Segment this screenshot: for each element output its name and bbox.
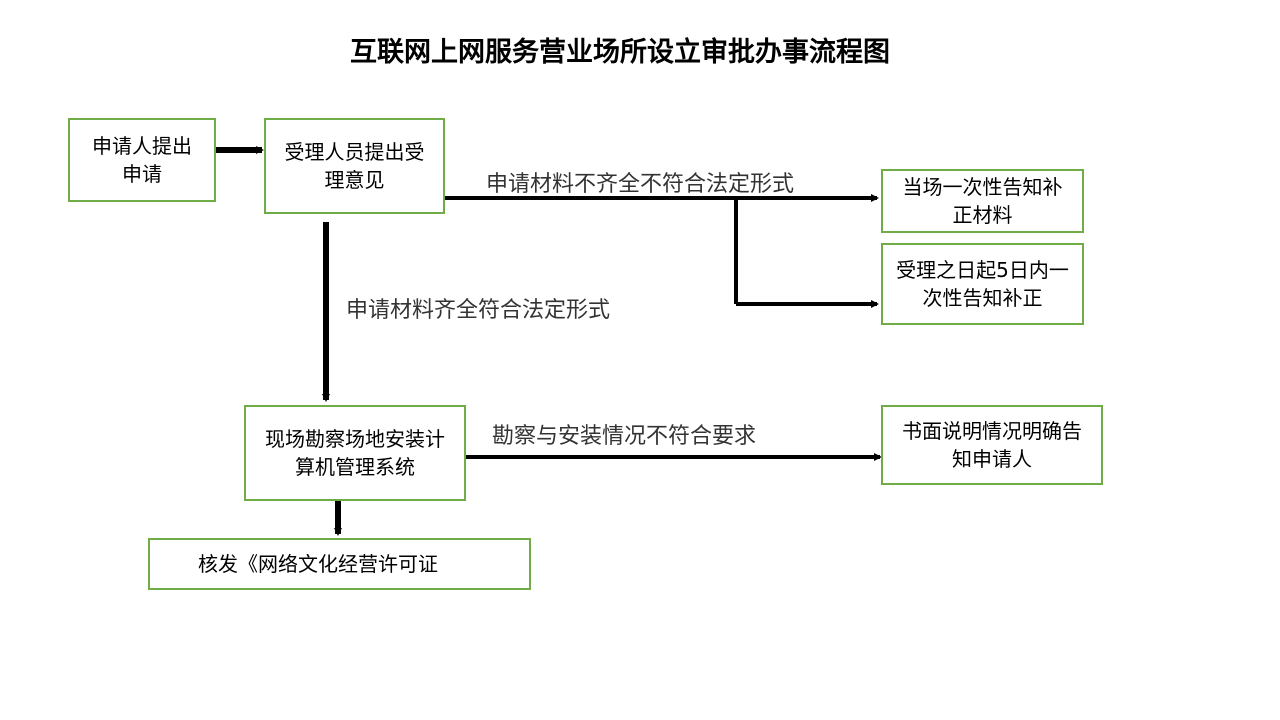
node-written-notice: 书面说明情况明确告知申请人 bbox=[881, 405, 1103, 485]
edge-label-incomplete: 申请材料不齐全不符合法定形式 bbox=[486, 172, 795, 197]
page-title: 互联网上网服务营业场所设立审批办事流程图 bbox=[350, 37, 890, 68]
node-receive: 受理人员提出受理意见 bbox=[264, 118, 445, 214]
node-receive-label: 受理人员提出受理意见 bbox=[284, 140, 425, 192]
node-inspect: 现场勘察场地安装计算机管理系统 bbox=[244, 405, 466, 501]
node-inspect-label: 现场勘察场地安装计算机管理系统 bbox=[265, 427, 445, 479]
node-apply-label: 申请人提出申请 bbox=[92, 134, 192, 186]
node-five-day-notice: 受理之日起5日内一次性告知补正 bbox=[881, 243, 1084, 325]
node-apply: 申请人提出申请 bbox=[68, 118, 216, 202]
edge-label-complete: 申请材料齐全符合法定形式 bbox=[346, 298, 611, 323]
node-five-day-notice-label: 受理之日起5日内一次性告知补正 bbox=[896, 258, 1069, 310]
node-immediate-notice-label: 当场一次性告知补正材料 bbox=[902, 175, 1063, 227]
node-written-notice-label: 书面说明情况明确告知申请人 bbox=[902, 419, 1082, 471]
edge-label-inspection-fail: 勘察与安装情况不符合要求 bbox=[492, 424, 757, 449]
node-issue-license-label: 核发《网络文化经营许可证 bbox=[198, 552, 438, 576]
node-issue-license: 核发《网络文化经营许可证 bbox=[148, 538, 531, 590]
node-immediate-notice: 当场一次性告知补正材料 bbox=[881, 169, 1084, 233]
